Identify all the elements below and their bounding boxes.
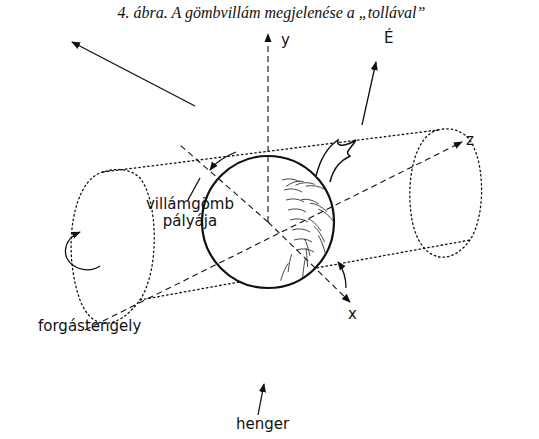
arrows bbox=[65, 42, 376, 415]
feather bbox=[316, 140, 356, 182]
axis-label: z bbox=[466, 132, 474, 149]
rotation-axis-label: forgástengely bbox=[38, 318, 141, 335]
north-label: É bbox=[384, 30, 393, 47]
axis-label: x bbox=[348, 306, 357, 323]
trajectory-label: villámgömb pályája bbox=[138, 196, 242, 231]
cylinder-label: henger bbox=[236, 416, 289, 433]
axis-label: y bbox=[281, 32, 290, 49]
figure-caption: 4. ábra. A gömbvillám megjelenése a „tol… bbox=[2, 4, 539, 22]
ball-texture bbox=[281, 179, 334, 281]
cylinder bbox=[71, 129, 482, 323]
